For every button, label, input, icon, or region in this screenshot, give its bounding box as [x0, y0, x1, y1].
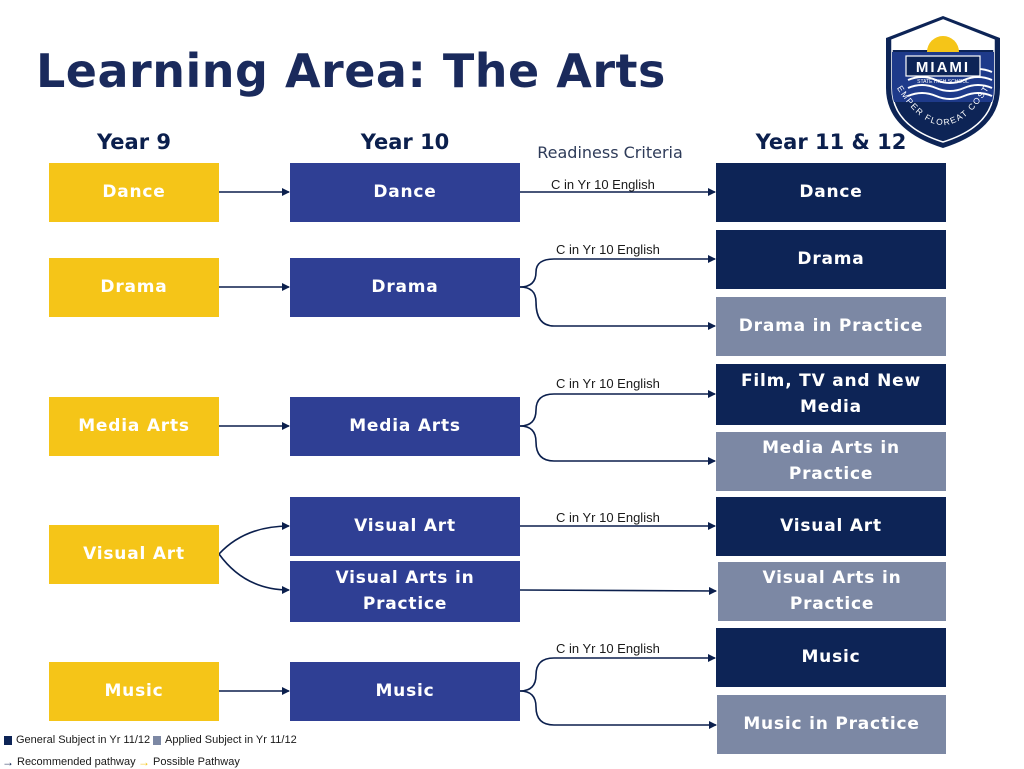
criteria-dance: C in Yr 10 English	[551, 177, 655, 192]
y9-dance-box: Dance	[49, 163, 219, 222]
arrow-y10-visual-practice	[519, 586, 717, 595]
arrow-y10-media-practice	[519, 425, 716, 465]
legend-applied-swatch	[153, 735, 161, 745]
y10-drama-box: Drama	[290, 258, 520, 317]
y11-film-tv-new-media-box: Film, TV and New Media	[716, 364, 946, 425]
y11-visual-arts-practice-box: Visual Arts in Practice	[718, 562, 946, 621]
criteria-drama: C in Yr 10 English	[556, 242, 660, 257]
legend-possible-arrow-icon: →	[138, 755, 150, 769]
header-readiness-criteria: Readiness Criteria	[537, 143, 683, 162]
legend-recommended-label: Recommended pathway	[17, 756, 136, 768]
criteria-music: C in Yr 10 English	[556, 641, 660, 656]
header-year10: Year 10	[360, 130, 450, 154]
page-title: Learning Area: The Arts	[36, 44, 666, 98]
arrow-y10-music-practice	[519, 690, 717, 729]
legend-applied-label: Applied Subject in Yr 11/12	[165, 734, 297, 746]
y10-visual-art-box: Visual Art	[290, 497, 520, 556]
legend-applied: Applied Subject in Yr 11/12	[153, 734, 297, 746]
y10-media-arts-box: Media Arts	[290, 397, 520, 456]
arrow-y9-visual-art	[218, 522, 290, 555]
header-year11-12: Year 11 & 12	[755, 130, 907, 154]
y10-dance-box: Dance	[290, 163, 520, 222]
legend-possible: → Possible Pathway	[138, 755, 240, 769]
criteria-media: C in Yr 10 English	[556, 376, 660, 391]
y9-music-box: Music	[49, 662, 219, 721]
school-crest-logo: MIAMI STATE HIGH SCHOOL SEMPER FLOREAT C…	[882, 14, 1000, 148]
legend-possible-label: Possible Pathway	[153, 756, 240, 768]
y11-drama-box: Drama	[716, 230, 946, 289]
y10-music-box: Music	[290, 662, 520, 721]
crest-subtitle: STATE HIGH SCHOOL	[917, 79, 969, 85]
y11-media-arts-practice-box: Media Arts in Practice	[716, 432, 946, 491]
y11-music-practice-box: Music in Practice	[717, 695, 946, 754]
legend-recommended: → Recommended pathway	[2, 755, 136, 769]
y9-media-arts-box: Media Arts	[49, 397, 219, 456]
arrow-y9-visual-practice	[218, 553, 290, 594]
header-year9: Year 9	[97, 130, 171, 154]
legend-general-swatch	[4, 735, 12, 745]
arrow-y10-film	[519, 390, 716, 427]
y9-drama-box: Drama	[49, 258, 219, 317]
y11-music-box: Music	[716, 628, 946, 687]
legend-general: General Subject in Yr 11/12	[4, 734, 150, 746]
y11-drama-practice-box: Drama in Practice	[716, 297, 946, 356]
y11-dance-box: Dance	[716, 163, 946, 222]
y11-visual-art-box: Visual Art	[716, 497, 946, 556]
crest-name: MIAMI	[916, 59, 970, 76]
arrow-y10-drama	[519, 255, 716, 288]
y10-visual-arts-practice-box: Visual Arts in Practice	[290, 561, 520, 622]
arrow-y10-drama-practice	[519, 286, 716, 330]
criteria-visual: C in Yr 10 English	[556, 510, 660, 525]
legend-recommended-arrow-icon: →	[2, 755, 14, 769]
y9-visual-art-box: Visual Art	[49, 525, 219, 584]
legend-general-label: General Subject in Yr 11/12	[16, 734, 151, 746]
arrow-y10-music	[519, 654, 716, 692]
